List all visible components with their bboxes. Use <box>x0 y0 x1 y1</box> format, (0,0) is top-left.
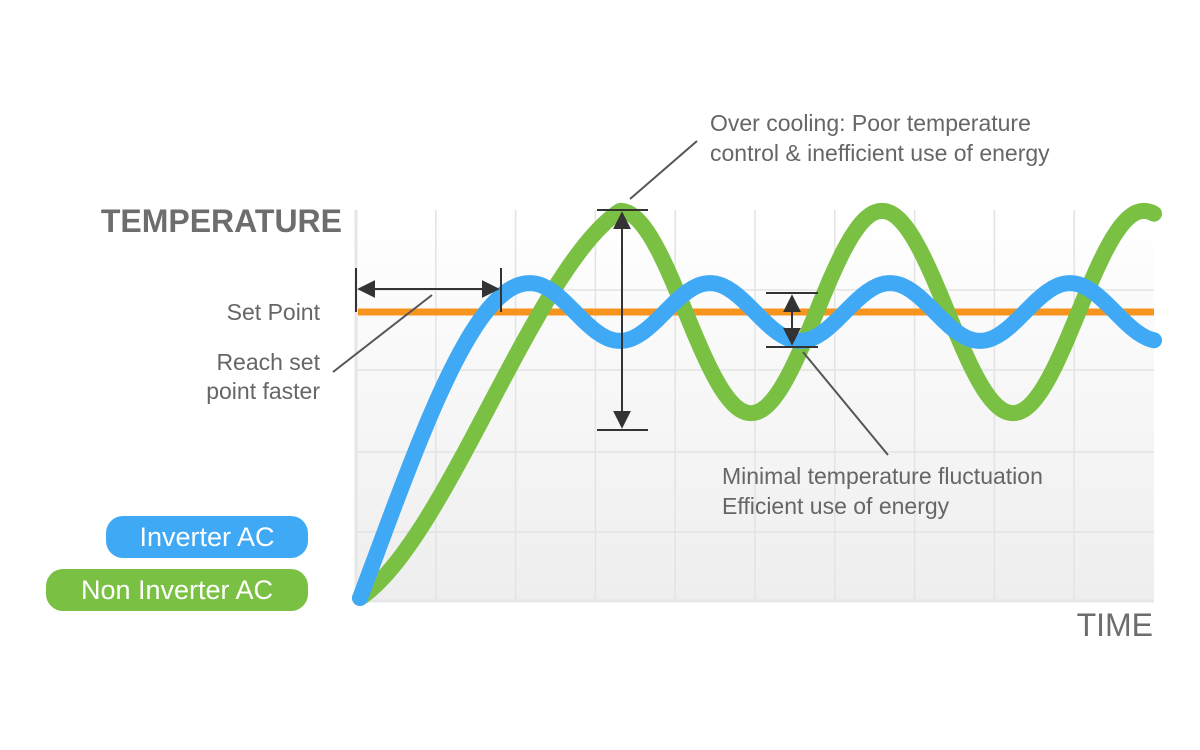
grid <box>356 210 1154 601</box>
fluctuation-leader <box>802 351 889 456</box>
set-point-label: Set Point <box>227 299 321 325</box>
overcooling-leader <box>629 140 698 200</box>
annotation-faster-line-2: point faster <box>206 378 320 404</box>
faster-leader <box>332 294 433 373</box>
series-line-inverter-ac <box>352 275 1162 606</box>
legend-label-non-inverter-ac: Non Inverter AC <box>80 574 274 605</box>
x-axis-label: TIME <box>1077 607 1153 643</box>
y-axis-label: TEMPERATURE <box>101 203 342 239</box>
annotation-overcooling-line-2: control & inefficient use of energy <box>710 140 1050 166</box>
annotation-fluctuation-line-2: Efficient use of energy <box>722 493 950 519</box>
annotation-faster-line-1: Reach set <box>216 349 320 375</box>
annotation-overcooling-line-1: Over cooling: Poor temperature <box>710 110 1031 136</box>
legend-item-inverter-ac: Inverter AC <box>106 516 308 558</box>
annotation-fluctuation-line-1: Minimal temperature fluctuation <box>722 463 1043 489</box>
series-line-non-inverter-ac <box>352 202 1162 606</box>
legend-item-non-inverter-ac: Non Inverter AC <box>46 569 308 611</box>
legend-label-inverter-ac: Inverter AC <box>139 521 275 552</box>
